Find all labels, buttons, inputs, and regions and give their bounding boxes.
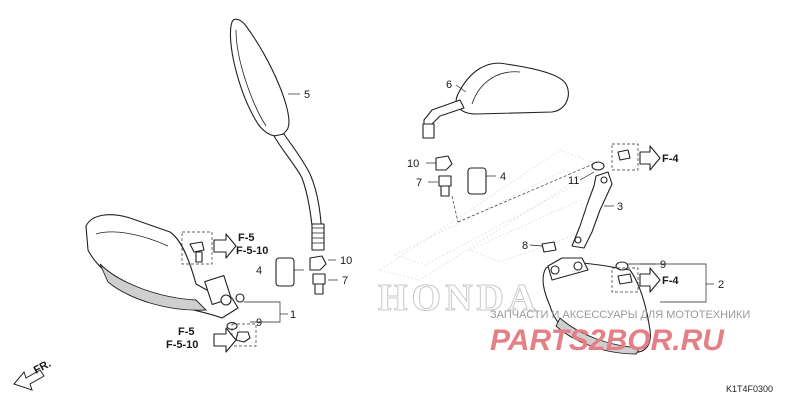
- left-mirror-head: [229, 18, 290, 137]
- diagram-code: K1T4F0300: [726, 384, 773, 394]
- left-bolt-head: [312, 273, 326, 285]
- site-tagline: ЗАПЧАСТИ И АКСЕССУАРЫ ДЛЯ МОТОТЕХНИКИ: [490, 309, 750, 321]
- ref-label-f510-top[interactable]: F-5-10: [236, 245, 268, 257]
- leader-lines: [244, 84, 714, 323]
- ref-label-f4-right[interactable]: F-4: [662, 275, 679, 287]
- washer-11: [591, 161, 605, 171]
- callout-6: 6: [446, 79, 452, 91]
- right-mirror-assembly: [422, 62, 569, 139]
- callout-11: 11: [568, 175, 579, 187]
- callout-10-left: 10: [340, 255, 352, 267]
- fr-label: FR.: [32, 358, 53, 377]
- right-mirror-thread: [422, 123, 435, 139]
- ref-label-f5-top[interactable]: F-5: [238, 232, 255, 244]
- left-mirror-assembly: [229, 18, 325, 251]
- ref-label-f510-bottom[interactable]: F-5-10: [166, 339, 198, 351]
- ref-label-f4-top[interactable]: F-4: [662, 153, 679, 165]
- left-bolt-shaft: [314, 283, 324, 295]
- washer-right-9: [615, 261, 629, 271]
- left-nut: [309, 255, 327, 271]
- bracket-stay-arm: [571, 171, 613, 249]
- callout-7-right: 7: [416, 177, 422, 189]
- screw: [541, 241, 557, 253]
- right-handguard-assembly: [542, 257, 651, 355]
- right-bolt-shaft: [440, 185, 450, 197]
- callout-5: 5: [304, 89, 310, 101]
- callout-1: 1: [290, 309, 296, 321]
- left-collar: [275, 257, 295, 287]
- right-mirror-head: [455, 62, 569, 115]
- ref-arrow-f4-top[interactable]: F-4: [639, 145, 679, 171]
- honda-wordmark-watermark: HONDA: [378, 277, 539, 319]
- callout-9-right: 9: [660, 259, 666, 271]
- left-mirror-thread: [311, 223, 325, 251]
- site-brand: PARTS2BOR.RU: [490, 324, 725, 357]
- callouts: 5 6 10 7 4 11 3 8 9 2 4 10 7 9 1: [256, 79, 724, 329]
- callout-7-left: 7: [342, 275, 348, 287]
- left-bracket-bolt-head: [220, 294, 232, 306]
- right-collar: [467, 167, 487, 195]
- ref-arrow-f5-top[interactable]: F-5 F-5-10: [213, 232, 268, 259]
- callout-10-right: 10: [407, 158, 419, 170]
- dashed-box-f4-right: [611, 267, 639, 293]
- right-bolt-head: [438, 175, 452, 187]
- callout-3: 3: [617, 201, 623, 213]
- callout-2: 2: [718, 279, 724, 291]
- dashed-box-f4-top: [611, 143, 639, 171]
- bracket-stay: [571, 171, 613, 249]
- callout-9-left: 9: [256, 317, 262, 329]
- callout-4-left: 4: [256, 265, 262, 277]
- front-direction-arrow: FR.: [13, 358, 53, 391]
- callout-4-right: 4: [500, 171, 506, 183]
- ref-label-f5-bottom[interactable]: F-5: [178, 326, 195, 338]
- callout-8: 8: [522, 240, 528, 252]
- left-handguard-assembly: [85, 214, 245, 319]
- ref-arrow-f5-bottom[interactable]: F-5 F-5-10: [166, 326, 237, 353]
- dashed-box-f5-top: [181, 231, 213, 265]
- right-nut: [435, 155, 453, 171]
- ref-arrow-f4-right[interactable]: F-4: [639, 267, 679, 293]
